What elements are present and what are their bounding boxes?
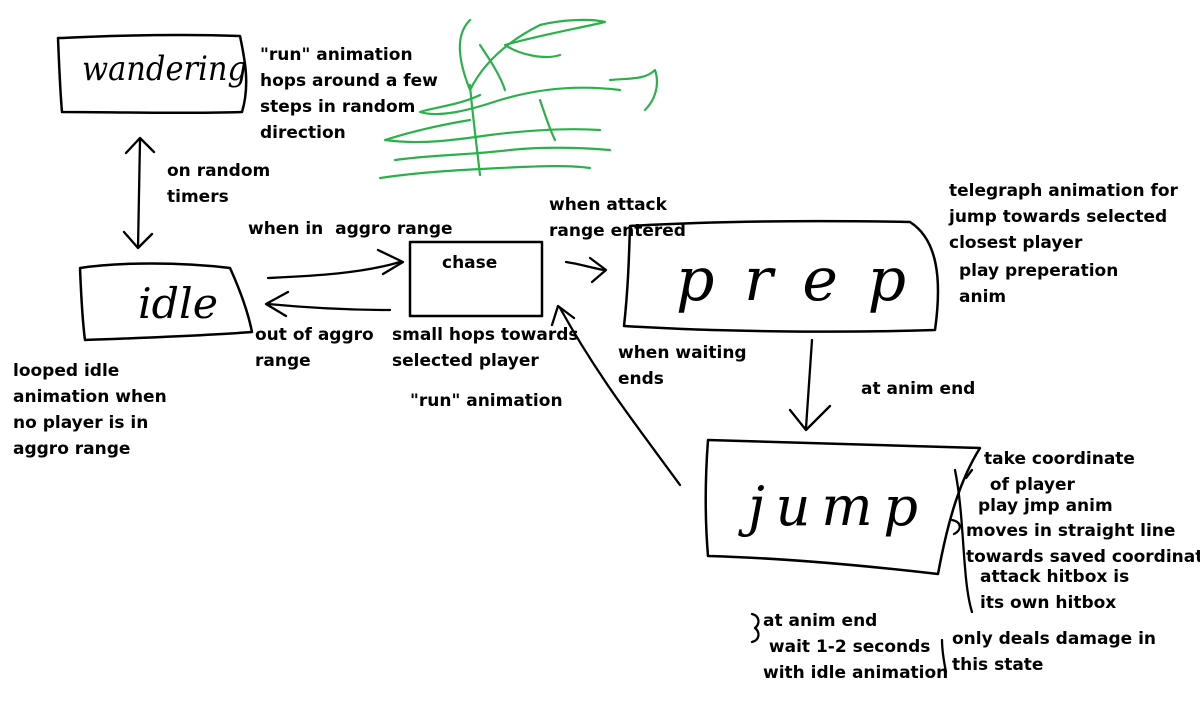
aggro-enter-label: when in aggro range <box>248 219 453 239</box>
attack-range-label: when attack range entered <box>549 195 686 241</box>
arrow-chase-to-prep <box>564 256 608 284</box>
green-doodle <box>378 18 659 180</box>
prep-anim-end-label: at anim end <box>861 379 976 399</box>
wandering-box <box>56 33 248 115</box>
jump-step-4: attack hitbox is its own hitbox <box>980 567 1130 613</box>
jump-step-5: only deals damage in this state <box>952 629 1157 675</box>
arrow-wandering-idle <box>122 136 156 250</box>
jump-end-label: at anim end wait 1-2 seconds with idle a… <box>763 611 949 683</box>
prep-description: telegraph animation for jump towards sel… <box>949 181 1178 253</box>
jump-step-1: take coordinate of player <box>984 449 1135 495</box>
prep-anim-label: play preperation anim <box>959 261 1119 307</box>
arrow-jump-to-chase <box>550 304 682 487</box>
jump-step-2: play jmp anim <box>978 496 1113 516</box>
idle-description: looped idle animation when no player is … <box>13 361 167 459</box>
run-animation-label: "run" animation <box>410 391 563 411</box>
jump-bracket <box>950 468 974 614</box>
idle-label: idle <box>138 279 218 328</box>
jump-step-3: moves in straight line towards saved coo… <box>966 521 1200 567</box>
wandering-label: wandering <box>82 49 247 89</box>
aggro-exit-label: out of aggro range <box>255 325 374 371</box>
waiting-ends-label: when waiting ends <box>618 343 747 389</box>
damage-bracket <box>940 638 948 674</box>
arrow-prep-to-jump <box>788 338 832 432</box>
chase-label: chase <box>442 253 498 273</box>
prep-box <box>622 219 940 333</box>
jump-label: jump <box>738 475 918 538</box>
wandering-description: "run" animation hops around a few steps … <box>260 45 438 143</box>
chase-description: small hops towards selected player <box>392 325 579 371</box>
wait-bracket <box>750 612 760 644</box>
chase-box <box>408 240 544 318</box>
idle-box <box>78 262 254 342</box>
random-timers-label: on random timers <box>167 161 271 207</box>
prep-label: prep <box>676 245 906 315</box>
jump-box <box>704 438 982 576</box>
arrow-idle-to-chase <box>266 248 405 280</box>
arrow-chase-to-idle <box>264 290 392 318</box>
